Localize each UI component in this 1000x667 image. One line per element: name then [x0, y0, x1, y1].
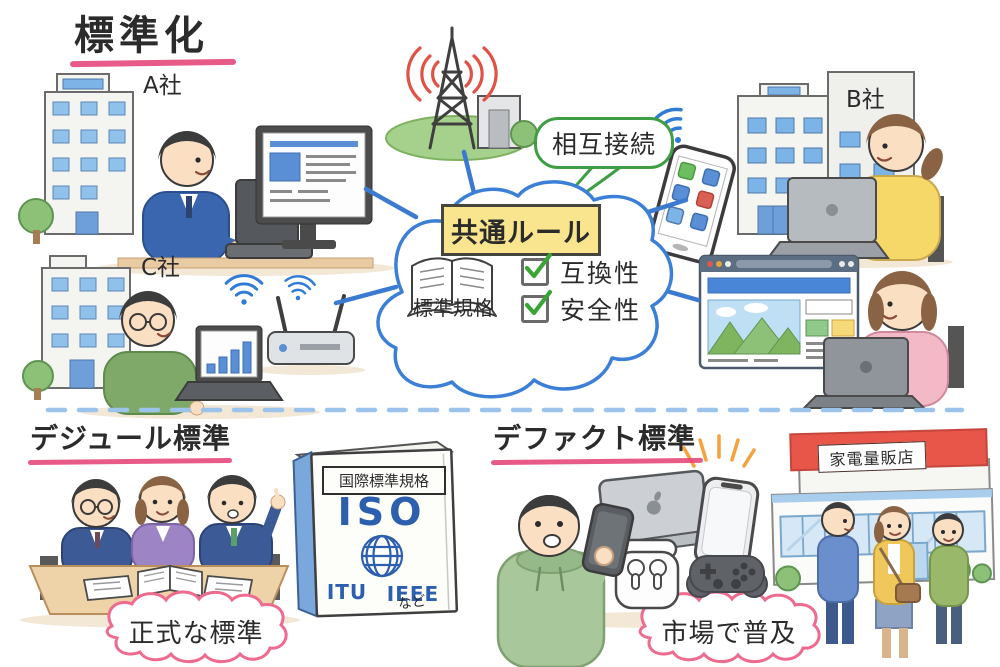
checkbox-icon — [521, 289, 553, 323]
wifi-icon-c1 — [224, 274, 264, 305]
check-item-label: 互換性 — [560, 259, 642, 288]
wifi-icon-c2 — [284, 275, 316, 301]
game-controller-illustration — [686, 555, 768, 598]
dejure-heading: デジュール標準 — [30, 422, 232, 455]
page-title: 標準化 — [74, 13, 209, 59]
iso-book-org-ieee: IEEE — [386, 582, 440, 606]
standard-spec-caption: 標準規格 — [413, 296, 493, 320]
smartphone-b-illustration — [648, 144, 736, 264]
iso-book-header: 国際標準規格 — [322, 466, 446, 495]
laptop-c-illustration — [174, 325, 284, 401]
building-c-illustration — [22, 255, 131, 400]
wifi-router-illustration — [267, 294, 355, 365]
checkmark-icon — [524, 252, 553, 279]
radio-waves-icon — [406, 46, 498, 102]
check-item-compatibility: 互換性 — [521, 252, 642, 290]
company-c-label: C社 — [141, 255, 181, 281]
store-sign-label: 家電量販店 — [829, 447, 915, 470]
interconnect-bubble: 相互接続 — [534, 117, 674, 169]
book-icon — [407, 257, 497, 317]
check-item-label: 安全性 — [560, 296, 642, 325]
common-rule-box: 共通ルール — [441, 204, 601, 256]
shoppers-illustration — [817, 502, 969, 658]
radio-tower-illustration — [385, 26, 538, 161]
checkbox-icon — [521, 252, 553, 286]
consumer-illustration — [496, 495, 635, 667]
earbuds-illustration — [614, 538, 680, 610]
check-item-safety: 安全性 — [521, 289, 642, 327]
iso-book-org-itu: ITU — [326, 580, 368, 604]
globe-icon — [360, 534, 404, 578]
browser-window-illustration — [698, 254, 860, 370]
company-a-label: A社 — [143, 73, 182, 99]
market-bubble-label: 市場で普及 — [661, 619, 797, 649]
formal-bubble-shape — [105, 590, 288, 664]
checkmark-icon — [524, 289, 553, 316]
sparkle-icon — [682, 434, 756, 468]
worker-a-illustration — [142, 131, 245, 263]
meeting-illustration — [28, 475, 290, 615]
formal-bubble-label: 正式な標準 — [128, 619, 264, 649]
building-a-illustration — [18, 73, 134, 244]
monitor-illustration — [255, 125, 373, 249]
store-sign: 家電量販店 — [817, 441, 927, 473]
laptop-browser-illustration — [801, 337, 927, 409]
laptop-b-illustration — [766, 177, 890, 259]
defacto-heading: デファクト標準 — [493, 422, 697, 455]
interconnect-label: 相互接続 — [551, 130, 656, 159]
iso-book-title: ISO — [337, 490, 427, 534]
company-b-label: B社 — [846, 87, 885, 113]
worker-c-illustration — [103, 291, 205, 416]
common-rule-label: 共通ルール — [451, 217, 591, 249]
